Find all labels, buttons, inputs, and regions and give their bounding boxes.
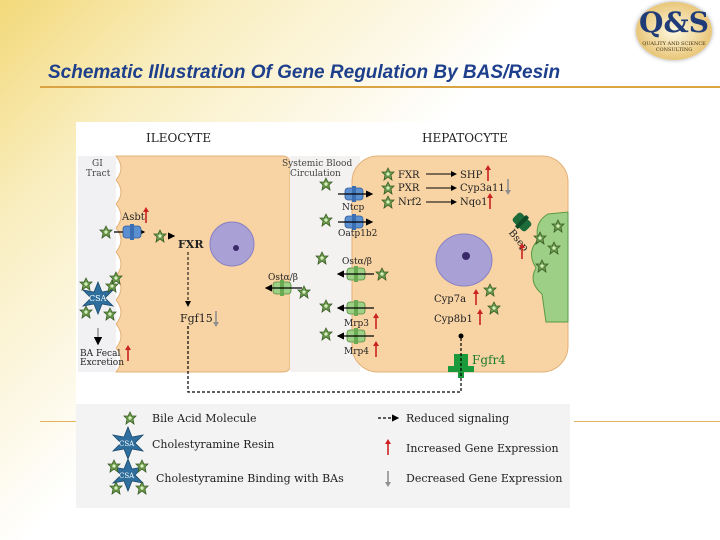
systemic-label-1: Systemic Blood — [282, 159, 352, 169]
bsep-transporter-icon — [512, 212, 532, 232]
hepatocyte-title: HEPATOCYTE — [422, 131, 508, 145]
ileocyte-title: ILEOCYTE — [146, 131, 211, 145]
shp-label: SHP — [460, 170, 483, 181]
company-logo: Q&S QUALITY AND SCIENCE CONSULTING — [636, 2, 712, 60]
ileocyte-cell — [114, 155, 291, 373]
cyp3a11-label: Cyp3a11 — [460, 183, 505, 194]
asbt-label: Asbt — [121, 212, 145, 223]
fgfr4-label: Fgfr4 — [472, 353, 506, 367]
fgf15-label: Fgf15 — [180, 312, 213, 325]
oatp-label: Oatp1b2 — [338, 229, 377, 239]
ost-ileo-label: Ostα/β — [268, 273, 298, 283]
legend-resin: Cholestyramine Resin — [152, 438, 274, 451]
gi-tract-lumen — [78, 156, 116, 372]
ileocyte-nucleolus — [233, 245, 239, 251]
nrf2-label: Nrf2 — [398, 197, 422, 208]
logo-subtitle-line1: QUALITY AND SCIENCE — [642, 41, 706, 47]
ost-hep-label: Ostα/β — [342, 257, 372, 267]
ileocyte-nucleus — [209, 221, 255, 267]
logo-subtitle-line2: CONSULTING — [655, 47, 693, 53]
legend-box — [76, 404, 570, 508]
gi-tract-label-1: GI — [92, 159, 103, 169]
legend-resin-csa: CSA — [119, 440, 135, 448]
mrp4-label: Mrp4 — [344, 347, 369, 357]
legend-binding-csa: CSA — [119, 472, 135, 480]
hepatocyte-nucleolus — [462, 252, 470, 260]
ba-fecal-label-1: BA Fecal — [80, 349, 120, 359]
systemic-label-2: Circulation — [290, 169, 341, 179]
legend-reduced: Reduced signaling — [406, 412, 509, 425]
gi-tract-label-2: Tract — [86, 169, 111, 179]
pxr-label: PXR — [398, 183, 420, 194]
fxr-hep-label: FXR — [398, 170, 420, 181]
logo-letters: Q&S — [639, 6, 709, 39]
nqo1-label: Nqo1 — [460, 197, 488, 208]
legend-bile-acid: Bile Acid Molecule — [152, 412, 256, 425]
gene-regulation-diagram: ILEOCYTE HEPATOCYTE GI Tract Systemic Bl… — [76, 122, 574, 510]
legend-decreased: Decreased Gene Expression — [406, 472, 562, 485]
fxr-ileo-label: FXR — [178, 238, 204, 251]
title-divider — [40, 86, 720, 88]
ntcp-label: Ntcp — [342, 203, 365, 213]
cyp7a-label: Cyp7a — [434, 294, 466, 305]
asbt-transporter-icon — [122, 223, 142, 241]
logo-subtitle: QUALITY AND SCIENCE CONSULTING — [636, 41, 712, 53]
csa-label: CSA — [89, 294, 107, 303]
legend-increased: Increased Gene Expression — [406, 442, 559, 455]
diagram-canvas: ILEOCYTE HEPATOCYTE GI Tract Systemic Bl… — [76, 131, 570, 508]
slide-title: Schematic Illustration Of Gene Regulatio… — [48, 62, 561, 83]
legend-binding: Cholestyramine Binding with BAs — [156, 472, 344, 485]
mrp3-label: Mrp3 — [344, 319, 369, 329]
hepatocyte-nucleus — [435, 233, 493, 287]
ba-fecal-label-2: Excretion — [80, 358, 124, 368]
cyp8b1-label: Cyp8b1 — [434, 314, 473, 325]
